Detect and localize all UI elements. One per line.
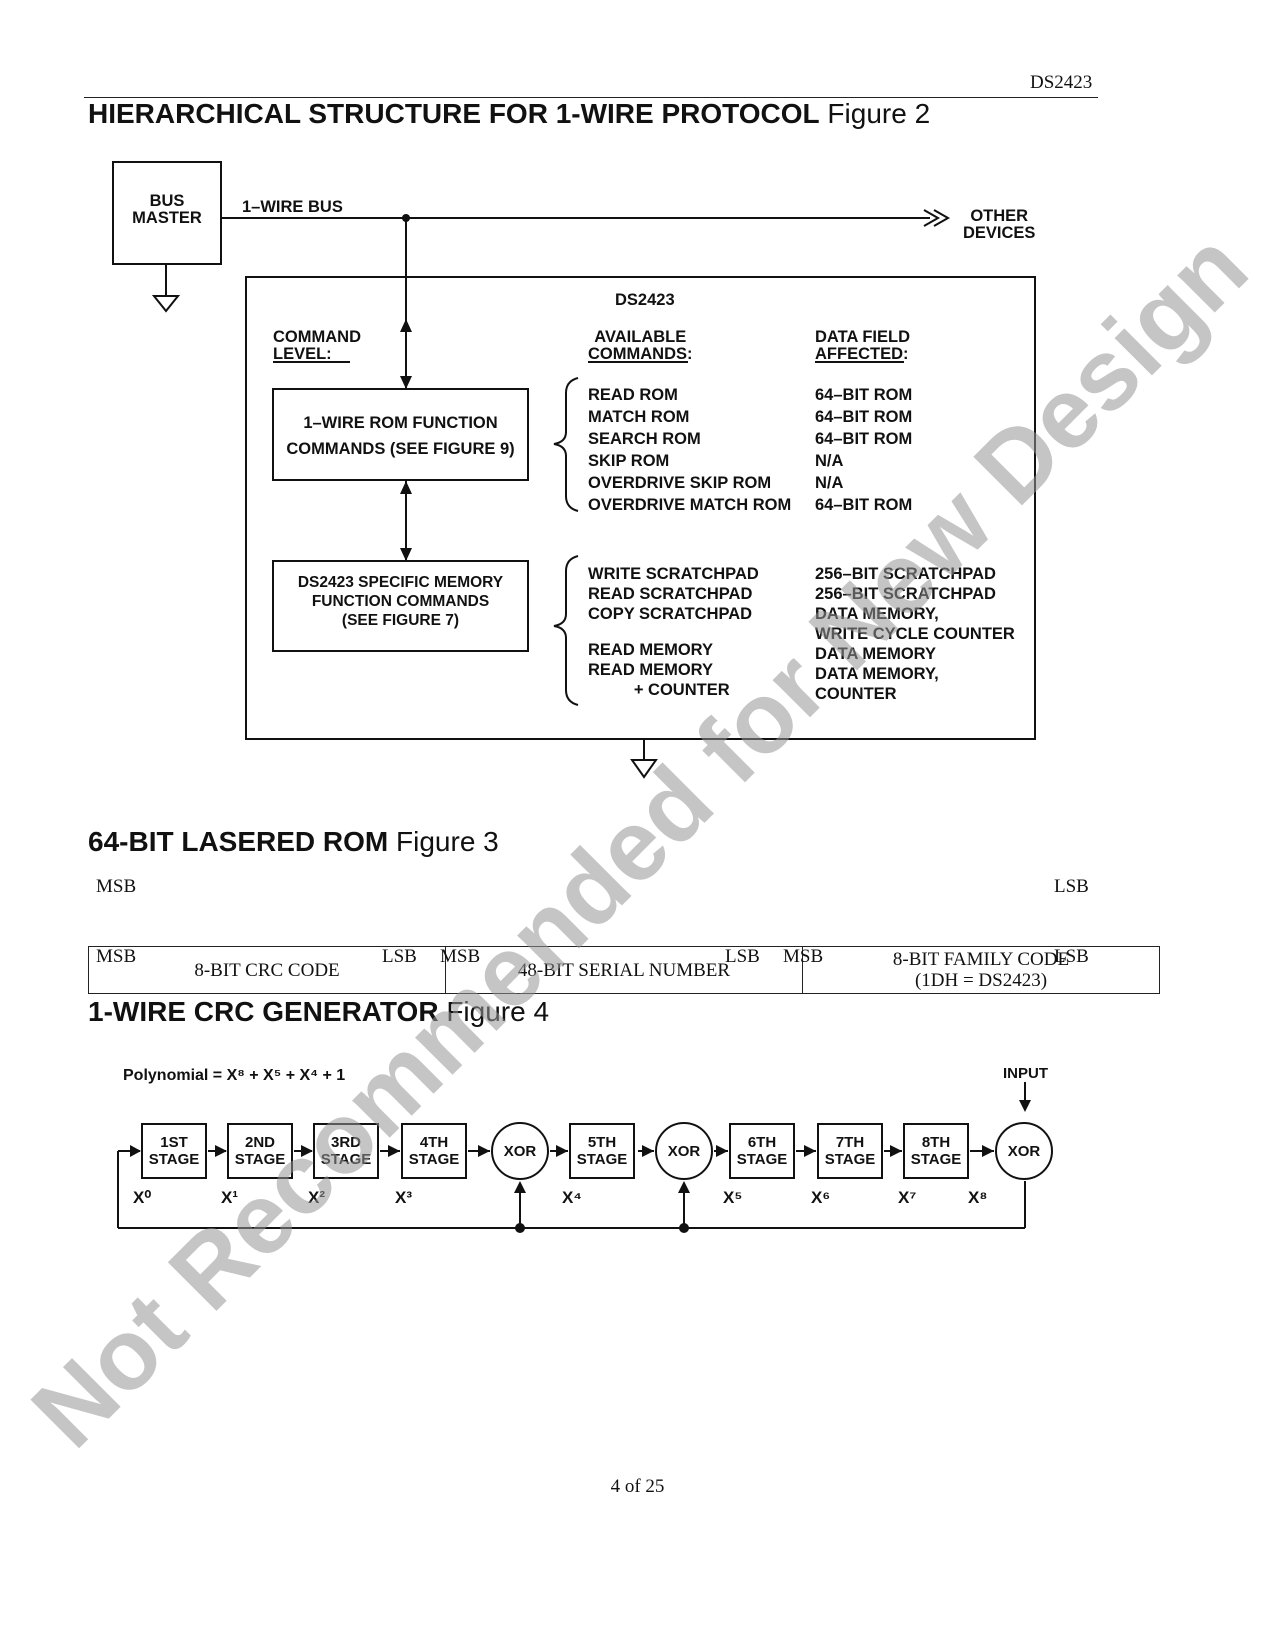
serial-number-cell: 48-BIT SERIAL NUMBER — [445, 946, 803, 994]
figure-2-lines — [151, 209, 951, 779]
rom-command: READ ROM — [588, 386, 678, 404]
x6-label: X⁶ — [811, 1188, 831, 1207]
rom-function-label: 1–WIRE ROM FUNCTION COMMANDS (SEE FIGURE… — [286, 414, 515, 458]
x0-label: X⁰ — [133, 1188, 152, 1207]
rom-field: 64–BIT ROM — [815, 496, 913, 514]
figure-2-label: Figure 2 — [827, 98, 931, 129]
figure-4-heading: 1-WIRE CRC GENERATOR Figure 4 — [88, 996, 549, 1028]
crc-stage-7: 7TH STAGE — [817, 1123, 883, 1179]
x8-label: X⁸ — [968, 1188, 988, 1207]
memory-field: DATA MEMORY — [815, 645, 936, 663]
memory-command: READ MEMORY — [588, 641, 713, 659]
lasered-rom-table: 8-BIT CRC CODE 48-BIT SERIAL NUMBER 8-BI… — [88, 946, 1160, 994]
rom-field: 64–BIT ROM — [815, 386, 913, 404]
other-devices-label: OTHER DEVICES — [963, 207, 1036, 242]
crc-xor-3: XOR — [995, 1122, 1053, 1180]
figure-3-label: Figure 3 — [396, 826, 499, 857]
family-lsb-label: LSB — [1054, 946, 1089, 967]
serial-lsb-label: LSB — [725, 946, 760, 967]
device-title: DS2423 — [615, 291, 675, 309]
page-number: 4 of 25 — [610, 1476, 665, 1497]
figure-2-heading: HIERARCHICAL STRUCTURE FOR 1-WIRE PROTOC… — [88, 98, 930, 130]
header-rule — [84, 97, 1098, 98]
memory-command-spacer — [588, 624, 759, 640]
memory-field: COUNTER — [815, 685, 897, 703]
memory-command-list: WRITE SCRATCHPAD READ SCRATCHPAD COPY SC… — [588, 564, 759, 700]
x5-label: X⁵ — [723, 1188, 743, 1207]
rom-command-list: READ ROM MATCH ROM SEARCH ROM SKIP ROM O… — [588, 384, 791, 516]
crc-stage-4: 4TH STAGE — [401, 1123, 467, 1179]
memory-field-list: 256–BIT SCRATCHPAD 256–BIT SCRATCHPAD DA… — [815, 564, 1015, 704]
input-label: INPUT — [1003, 1065, 1048, 1082]
crc-xor-1: XOR — [491, 1122, 549, 1180]
crc-stage-6: 6TH STAGE — [729, 1123, 795, 1179]
memory-field: 256–BIT SCRATCHPAD — [815, 585, 996, 603]
table-row: 8-BIT CRC CODE 48-BIT SERIAL NUMBER 8-BI… — [88, 946, 1160, 994]
family-code-cell: 8-BIT FAMILY CODE (1DH = DS2423) — [802, 946, 1160, 994]
rom-field-list: 64–BIT ROM 64–BIT ROM 64–BIT ROM N/A N/A… — [815, 384, 912, 516]
family-msb-label: MSB — [783, 946, 824, 967]
rom-command: MATCH ROM — [588, 408, 690, 426]
x1-label: X¹ — [221, 1188, 238, 1207]
memory-field: DATA MEMORY, — [815, 665, 939, 683]
crc-stage-8: 8TH STAGE — [903, 1123, 969, 1179]
rom-field: 64–BIT ROM — [815, 408, 913, 426]
available-commands-header: AVAILABLE COMMANDS: — [588, 328, 693, 363]
memory-function-label: DS2423 SPECIFIC MEMORY FUNCTION COMMANDS… — [297, 574, 504, 629]
memory-field: DATA MEMORY, — [815, 605, 939, 623]
crc-stage-3: 3RD STAGE — [313, 1123, 379, 1179]
x2-label: X² — [308, 1188, 325, 1207]
memory-function-box: DS2423 SPECIFIC MEMORY FUNCTION COMMANDS… — [272, 560, 529, 652]
rom-command: SKIP ROM — [588, 452, 670, 470]
bus-master-label: BUS MASTER — [132, 192, 202, 227]
crc-stage-5: 5TH STAGE — [569, 1123, 635, 1179]
polynomial-label: Polynomial = X⁸ + X⁵ + X⁴ + 1 — [123, 1067, 346, 1084]
doc-id: DS2423 — [1030, 72, 1093, 93]
memory-field: 256–BIT SCRATCHPAD — [815, 565, 996, 583]
data-field-header: DATA FIELD AFFECTED: — [815, 328, 911, 363]
ds2423-device-box — [245, 276, 1036, 740]
figure-3-heading: 64-BIT LASERED ROM Figure 3 — [88, 826, 499, 858]
serial-msb-label: MSB — [440, 946, 481, 967]
rom-function-box: 1–WIRE ROM FUNCTION COMMANDS (SEE FIGURE… — [272, 388, 529, 481]
crc-stage-1: 1ST STAGE — [141, 1123, 207, 1179]
figure-3-title: 64-BIT LASERED ROM — [88, 826, 389, 857]
figure-4-label: Figure 4 — [446, 996, 550, 1027]
memory-command: READ SCRATCHPAD — [588, 585, 753, 603]
memory-command: + COUNTER — [588, 681, 730, 699]
memory-command: WRITE SCRATCHPAD — [588, 565, 759, 583]
rom-field: 64–BIT ROM — [815, 430, 913, 448]
memory-field: WRITE CYCLE COUNTER — [815, 625, 1015, 643]
bus-master-box: BUS MASTER — [112, 161, 222, 265]
rom-msb-label: MSB — [96, 876, 137, 897]
crc-lsb-label: LSB — [382, 946, 417, 967]
figure-2-title: HIERARCHICAL STRUCTURE FOR 1-WIRE PROTOC… — [88, 98, 820, 129]
bus-label: 1–WIRE BUS — [242, 198, 343, 216]
rom-lsb-label: LSB — [1054, 876, 1089, 897]
rom-command: OVERDRIVE SKIP ROM — [588, 474, 772, 492]
rom-command: OVERDRIVE MATCH ROM — [588, 496, 792, 514]
memory-command: READ MEMORY — [588, 661, 713, 679]
crc-xor-2: XOR — [655, 1122, 713, 1180]
command-level-header: COMMAND LEVEL: — [273, 328, 361, 363]
crc-msb-label: MSB — [96, 946, 137, 967]
rom-field: N/A — [815, 452, 844, 470]
rom-command: SEARCH ROM — [588, 430, 701, 448]
crc-stage-2: 2ND STAGE — [227, 1123, 293, 1179]
x3-label: X³ — [395, 1188, 412, 1207]
x7-label: X⁷ — [898, 1188, 917, 1207]
crc-code-cell: 8-BIT CRC CODE — [88, 946, 446, 994]
memory-command: COPY SCRATCHPAD — [588, 605, 753, 623]
x4-label: X⁴ — [562, 1188, 582, 1207]
figure-4-title: 1-WIRE CRC GENERATOR — [88, 996, 439, 1027]
rom-field: N/A — [815, 474, 844, 492]
crc-generator-lines — [117, 1082, 1031, 1233]
